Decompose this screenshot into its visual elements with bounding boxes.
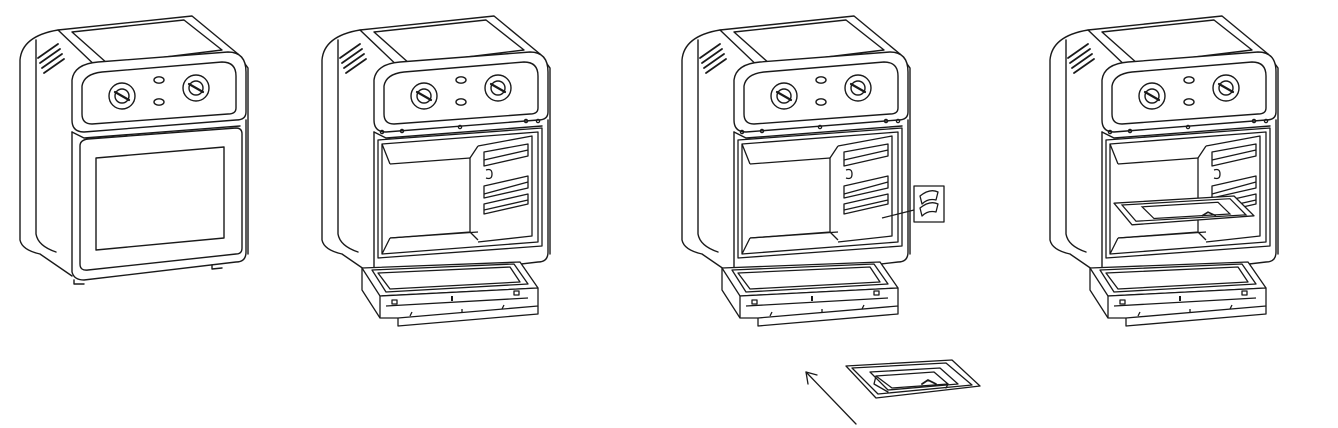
insert-direction-arrow xyxy=(806,372,856,424)
step-1-oven-door-closed xyxy=(18,14,250,286)
installed-drip-tray xyxy=(1114,196,1254,225)
drip-tray-part xyxy=(845,359,981,399)
step-2-oven-door-open xyxy=(320,14,552,327)
step-4-drip-tray-installed xyxy=(1048,14,1280,327)
step-3-insert-drip-tray xyxy=(680,14,912,327)
rail-detail-callout xyxy=(882,186,944,222)
